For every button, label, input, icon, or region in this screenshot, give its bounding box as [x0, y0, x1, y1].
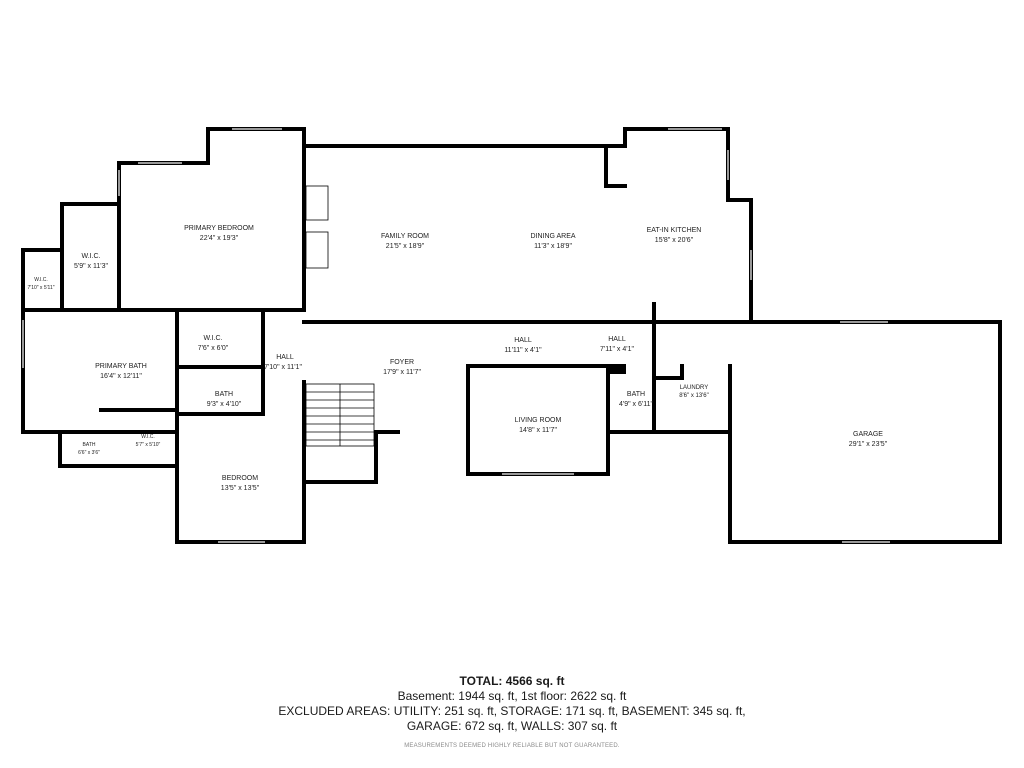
wall-bath-2 — [606, 364, 732, 434]
room-bath-3-dims: 6'6" x 3'6" — [78, 450, 100, 456]
room-hall-1-dims: 7'10" x 11'1" — [264, 364, 302, 371]
room-hall-2-dims: 11'11" x 4'1" — [504, 347, 542, 354]
room-bath-2-name: BATH — [627, 391, 645, 398]
wall-laundry — [652, 320, 684, 434]
room-bath-3-name: BATH — [83, 442, 96, 448]
room-labels: PRIMARY BEDROOM 22'4" x 19'3" FAMILY ROO… — [27, 225, 887, 492]
room-kitchen-dims: 15'8" x 20'6" — [655, 237, 694, 244]
wall-primary-bedroom — [117, 127, 306, 312]
wall-hall-3 — [575, 302, 656, 324]
wall-wic-hall — [175, 308, 306, 544]
room-primary-bath-name: PRIMARY BATH — [95, 363, 147, 370]
room-hall-3-dims: 7'11" x 4'1" — [600, 346, 634, 353]
room-primary-bath-dims: 16'4" x 12'11" — [100, 373, 142, 380]
floor-breakdown: Basement: 1944 sq. ft, 1st floor: 2622 s… — [397, 689, 627, 703]
room-living-room-name: LIVING ROOM — [515, 417, 562, 424]
room-family-room-dims: 21'5" x 18'9" — [386, 243, 425, 250]
room-wic-primary-name: W.I.C. — [81, 253, 100, 260]
room-garage-name: GARAGE — [853, 431, 883, 438]
stairs — [305, 383, 375, 447]
room-primary-bedroom-dims: 22'4" x 19'3" — [200, 235, 239, 242]
room-bedroom-name: BEDROOM — [222, 475, 258, 482]
room-foyer-dims: 17'9" x 11'7" — [383, 369, 421, 376]
room-bedroom-dims: 13'5" x 13'5" — [221, 485, 260, 492]
room-wic-hall-name: W.I.C. — [203, 335, 222, 342]
room-bath-1-dims: 9'3" x 4'10" — [207, 401, 242, 408]
disclaimer: MEASUREMENTS DEEMED HIGHLY RELIABLE BUT … — [404, 743, 620, 749]
wall-stairs — [302, 380, 400, 484]
excluded-areas-cont: GARAGE: 672 sq. ft, WALLS: 307 sq. ft — [406, 719, 618, 733]
room-laundry-name: LAUNDRY — [680, 385, 709, 391]
room-bath-2-dims: 4'9" x 6'11" — [619, 401, 653, 408]
excluded-areas: EXCLUDED AREAS: UTILITY: 251 sq. ft, STO… — [278, 704, 746, 718]
wall-wic-left — [60, 202, 121, 312]
room-foyer-name: FOYER — [390, 359, 414, 366]
room-hall-2-name: HALL — [514, 337, 532, 344]
wall-primary-bath — [60, 408, 179, 434]
room-dining-area-name: DINING AREA — [530, 233, 575, 240]
room-living-room-dims: 14'8" x 11'7" — [519, 427, 557, 434]
room-wic-bath-dims: 5'7" x 5'10" — [136, 442, 161, 448]
wall-garage — [728, 320, 1002, 544]
room-bath-1-name: BATH — [215, 391, 233, 398]
room-wic-small-name: W.I.C. — [34, 277, 48, 283]
utility-block — [608, 364, 626, 374]
total-area: TOTAL: 4566 sq. ft — [459, 674, 565, 688]
wall-living-room — [466, 364, 610, 476]
room-laundry-dims: 8'6" x 13'6" — [679, 393, 709, 399]
room-hall-3-name: HALL — [608, 336, 626, 343]
fireplace — [305, 185, 329, 269]
room-kitchen-name: EAT-IN KITCHEN — [647, 227, 702, 234]
room-primary-bedroom-name: PRIMARY BEDROOM — [184, 225, 254, 232]
room-family-room-name: FAMILY ROOM — [381, 233, 429, 240]
wall-main-upper — [302, 127, 753, 324]
room-dining-area-dims: 11'3" x 18'9" — [534, 243, 572, 250]
room-hall-1-name: HALL — [276, 354, 294, 361]
room-wic-small-dims: 7'10" x 5'11" — [27, 285, 54, 291]
room-wic-hall-dims: 7'6" x 6'0" — [198, 345, 229, 352]
room-garage-dims: 29'1" x 23'5" — [849, 441, 888, 448]
floor-plan: PRIMARY BEDROOM 22'4" x 19'3" FAMILY ROO… — [21, 127, 1002, 544]
room-wic-primary-dims: 5'9" x 11'3" — [74, 263, 108, 270]
room-wic-bath-name: W.I.C. — [141, 434, 155, 440]
wall-wic-small — [21, 248, 179, 468]
